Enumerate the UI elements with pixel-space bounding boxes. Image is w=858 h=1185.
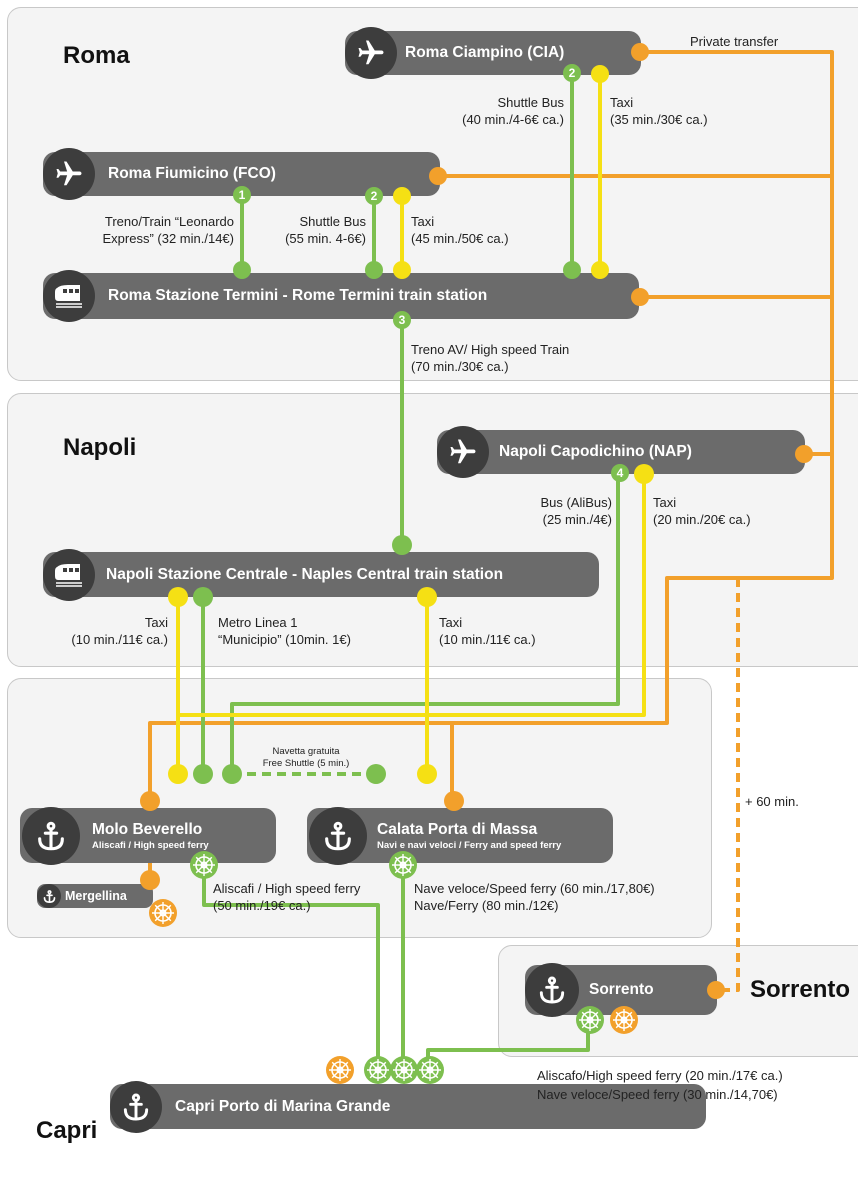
label-plus-60: + 60 min.	[745, 794, 799, 809]
label-line: (10 min./11€ ca.)	[439, 632, 536, 647]
beverello-subtitle: Aliscafi / High speed ferry	[92, 839, 209, 851]
station-label: Sorrento	[589, 981, 654, 998]
label-nap-taxi: Taxi (20 min./20€ ca.)	[653, 494, 751, 528]
label-line: Bus (AliBus)	[540, 495, 612, 510]
label-line: Taxi	[411, 214, 435, 229]
route-bev-ferry	[202, 865, 380, 1070]
label-line: Navetta gratuita	[272, 746, 340, 757]
region-title-roma: Roma	[63, 42, 130, 69]
station-label: Mergellina	[65, 889, 127, 903]
label-line: (20 min./20€ ca.)	[653, 512, 751, 527]
station-label: Napoli Stazione Centrale - Naples Centra…	[106, 565, 504, 583]
label-line: Taxi	[653, 495, 677, 510]
label-massa-ferry: Nave veloce/Speed ferry (60 min./17,80€)…	[414, 880, 655, 914]
station-label: Capri Porto di Marina Grande	[175, 1097, 391, 1115]
label-line: (40 min./4-6€ ca.)	[462, 112, 564, 127]
region-title-napoli: Napoli	[63, 434, 137, 461]
station-label: Roma Fiumicino (FCO)	[108, 165, 276, 182]
label-line: (35 min./30€ ca.)	[610, 112, 708, 127]
region-title-sorrento: Sorrento	[750, 976, 851, 1003]
label-line: Treno AV/ High speed Train	[411, 342, 570, 357]
massa-name: Calata Porta di Massa	[377, 820, 538, 838]
region-title-capri: Capri	[36, 1117, 98, 1144]
label-line: Nave veloce/Speed ferry (30 min./14,70€)	[537, 1087, 778, 1102]
label-line: (10 min./11€ ca.)	[71, 632, 168, 647]
station-ciampino[interactable]: Roma Ciampino (CIA)	[345, 27, 641, 79]
label-free-shuttle: Navetta gratuita Free Shuttle (5 min.)	[246, 746, 366, 770]
station-capri-port[interactable]: Capri Porto di Marina Grande	[110, 1081, 706, 1133]
label-line: Taxi	[439, 615, 463, 630]
route-nap-taxi	[178, 474, 646, 717]
station-fiumicino[interactable]: Roma Fiumicino (FCO)	[43, 148, 440, 200]
label-line: (55 min. 4-6€)	[285, 231, 366, 246]
label-line: Taxi	[610, 95, 634, 110]
station-centrale[interactable]: Napoli Stazione Centrale - Naples Centra…	[43, 549, 599, 601]
massa-subtitle: Navi e navi veloci / Ferry and speed fer…	[377, 839, 562, 851]
anchor-icon	[110, 1081, 162, 1133]
plane-icon	[43, 148, 95, 200]
label-line: Express” (32 min./14€)	[102, 231, 235, 246]
label-centrale-taxi-left: Taxi (10 min./11€ ca.)	[40, 614, 168, 648]
train-icon	[43, 270, 95, 322]
label-line: Nave/Ferry (80 min./12€)	[414, 898, 559, 913]
label-cia-shuttle: Shuttle Bus (40 min./4-6€ ca.)	[420, 94, 564, 128]
label-line: Shuttle Bus	[497, 95, 565, 110]
train-icon	[43, 549, 95, 601]
label-av-train: Treno AV/ High speed Train (70 min./30€ …	[411, 341, 569, 375]
label-nap-bus: Bus (AliBus) (25 min./4€)	[500, 494, 612, 528]
label-line: “Municipio” (10min. 1€)	[218, 632, 351, 647]
label-centrale-taxi-right: Taxi (10 min./11€ ca.)	[439, 614, 536, 648]
station-capodichino[interactable]: Napoli Capodichino (NAP)	[437, 426, 805, 478]
label-cia-taxi: Taxi (35 min./30€ ca.)	[610, 94, 708, 128]
label-line: Aliscafo/High speed ferry (20 min./17€ c…	[537, 1068, 783, 1083]
station-mergellina[interactable]: Mergellina	[37, 884, 153, 908]
label-line: Nave veloce/Speed ferry (60 min./17,80€)	[414, 881, 655, 896]
anchor-icon	[525, 963, 579, 1017]
anchor-icon	[37, 884, 61, 908]
label-line: Free Shuttle (5 min.)	[262, 758, 350, 769]
label-line: Metro Linea 1	[218, 615, 298, 630]
label-line: Shuttle Bus	[299, 214, 367, 229]
label-line: Treno/Train “Leonardo	[104, 214, 234, 229]
beverello-name: Molo Beverello	[92, 820, 203, 838]
label-line: (70 min./30€ ca.)	[411, 359, 509, 374]
label-line: (50 min./19€ ca.)	[213, 898, 311, 913]
label-beverello-ferry: Aliscafi / High speed ferry (50 min./19€…	[213, 880, 360, 914]
station-label: Napoli Capodichino (NAP)	[499, 443, 692, 460]
label-line: (45 min./50€ ca.)	[411, 231, 509, 246]
station-label: Roma Stazione Termini - Rome Termini tra…	[108, 287, 488, 304]
station-sorrento[interactable]: Sorrento	[525, 963, 717, 1017]
label-line: Taxi	[144, 615, 168, 630]
label-metro: Metro Linea 1 “Municipio” (10min. 1€)	[218, 614, 351, 648]
label-private-transfer: Private transfer	[690, 34, 779, 49]
station-termini[interactable]: Roma Stazione Termini - Rome Termini tra…	[43, 270, 639, 322]
route-sor-ferry	[426, 1010, 590, 1070]
route-private-beverello	[148, 721, 667, 800]
anchor-icon	[309, 807, 367, 865]
label-line: Aliscafi / High speed ferry	[213, 881, 361, 896]
plane-icon	[345, 27, 397, 79]
anchor-icon	[22, 807, 80, 865]
label-sorrento-ferry-lines: Aliscafo/High speed ferry (20 min./17€ c…	[537, 1066, 783, 1104]
label-fco-shuttle: Shuttle Bus (55 min. 4-6€)	[260, 213, 366, 247]
plane-icon	[437, 426, 489, 478]
station-label: Roma Ciampino (CIA)	[405, 44, 565, 61]
label-fco-train: Treno/Train “Leonardo Express” (32 min./…	[60, 213, 235, 247]
label-fco-taxi: Taxi (45 min./50€ ca.)	[411, 213, 509, 247]
route-plus60	[716, 578, 740, 992]
label-line: (25 min./4€)	[542, 512, 612, 527]
